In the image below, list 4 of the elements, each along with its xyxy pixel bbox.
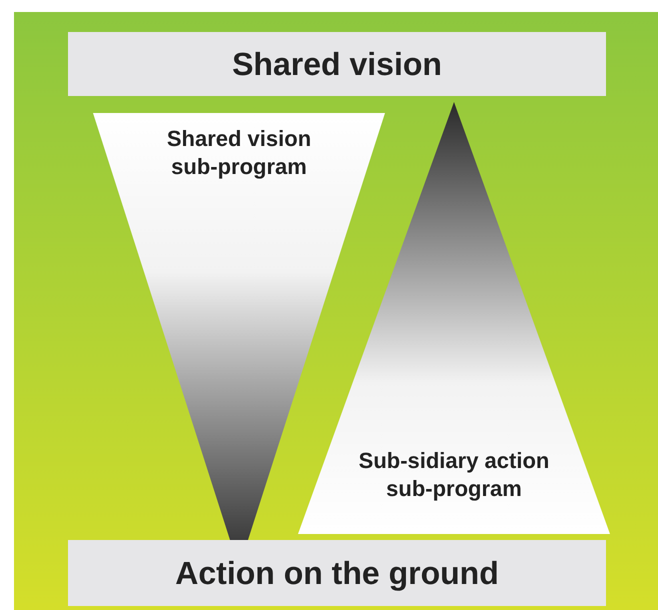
heading-banner: Shared vision	[68, 32, 606, 96]
heading-banner: Action on the ground	[68, 540, 606, 606]
triangle-label: Shared vision sub-program	[166, 125, 312, 181]
triangle-label: Sub-sidiary action sub-program	[358, 447, 550, 503]
